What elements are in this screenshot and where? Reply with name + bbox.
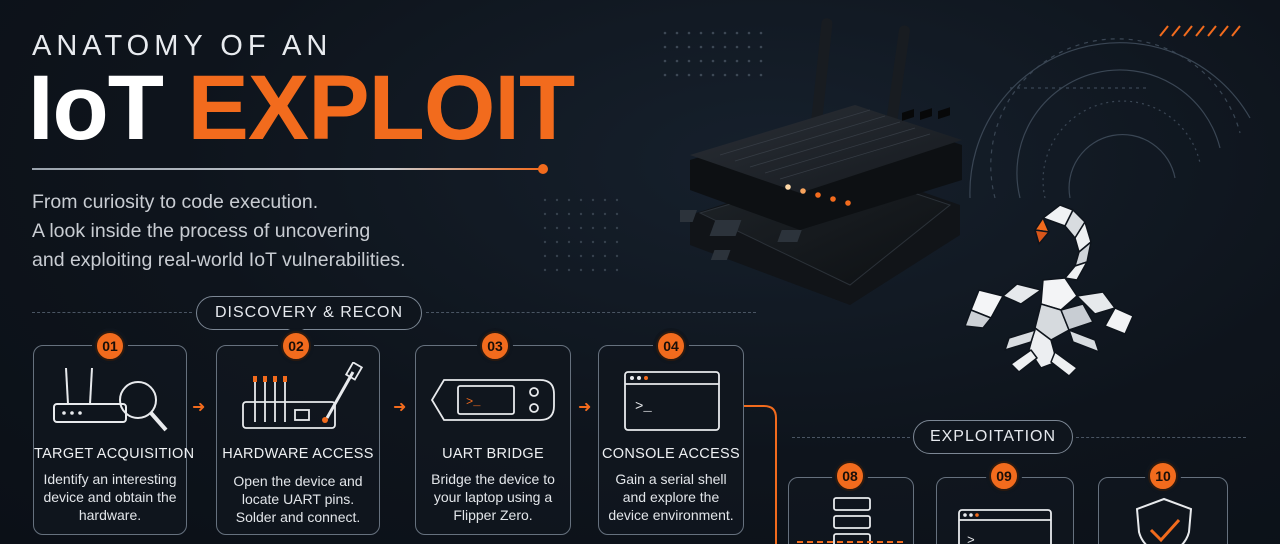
antenna [810,18,833,133]
status-led [845,200,851,206]
section-pill-discovery: DISCOVERY & RECON [196,296,422,330]
step-badge: 02 [281,331,311,361]
terminal-window-icon: >_ [624,371,720,431]
step-badge: 10 [1148,461,1178,491]
scorpion-illustration [965,204,1134,377]
step-description: Gain a serial shell and explore the devi… [608,471,734,523]
flipper-device-icon: >_ [430,379,555,421]
soldering-board-icon [242,362,364,429]
subtitle-line: and exploiting real-world IoT vulnerabil… [32,249,406,271]
port [938,107,950,120]
step-badge: 08 [835,461,865,491]
title-exploit: EXPLOIT [187,57,576,159]
database-stack-icon [833,497,871,544]
subtitle: From curiosity to code execution. A look… [32,188,502,275]
title-underline-dot [538,164,548,174]
section-divider [1076,437,1246,438]
status-led [830,196,836,202]
step-title: CONSOLE ACCESS [602,446,740,462]
step-description: Bridge the device to your laptop using a… [431,471,555,523]
step-description: Identify an interesting device and obtai… [43,471,177,523]
port [920,108,932,121]
port [902,108,914,121]
step-card-console-access: >_ CONSOLE ACCESS Gain a serial shell an… [598,345,744,535]
router-magnifier-icon [53,367,168,432]
step-description: Open the device and locate UART pins. So… [233,473,363,525]
section-divider [792,437,910,438]
title-iot: IoT [28,57,164,159]
shield-check-icon [1135,497,1193,544]
subtitle-line: A look inside the process of uncovering [32,220,371,242]
step-card-hardware-access: HARDWARE ACCESS Open the device and loca… [216,345,380,535]
radar-arc-decoration [969,25,1251,199]
slash-marks [1159,25,1241,37]
step-card-09: >_ [936,477,1074,544]
step-badge: 04 [656,331,686,361]
title-top: ANATOMY OF AN [32,30,333,62]
arrow-right-icon: ➜ [192,399,206,416]
status-led [800,188,806,194]
flow-connector [744,405,777,544]
step-title: HARDWARE ACCESS [222,446,374,462]
prompt-glyph: >_ [967,533,983,544]
step-title: TARGET ACQUISITION [34,446,195,462]
prompt-glyph: >_ [466,395,481,409]
dot-grid-decoration [543,198,619,272]
step-badge: 09 [989,461,1019,491]
step-badge: 03 [480,331,510,361]
step-badge: 01 [95,331,125,361]
step-card-uart-bridge: >_ UART BRIDGE Bridge the device to your… [415,345,571,535]
page-title: IoT EXPLOIT [28,62,575,154]
title-underline [32,168,542,170]
step-card-target-acquisition: TARGET ACQUISITION Identify an interesti… [33,345,195,535]
dot-grid-decoration [663,31,763,77]
status-led [815,192,821,198]
step-title: UART BRIDGE [442,446,544,462]
antenna [884,25,910,140]
status-led [785,184,791,190]
section-pill-exploitation: EXPLOITATION [913,420,1073,454]
section-divider [426,312,756,313]
dashed-baseline [797,541,907,543]
section-divider [32,312,192,313]
terminal-window-icon: >_ [958,509,1052,544]
router-illustration [680,18,962,305]
arrow-right-icon: ➜ [393,399,407,416]
prompt-glyph: >_ [635,399,652,415]
arrow-right-icon: ➜ [578,399,592,416]
subtitle-line: From curiosity to code execution. [32,191,319,213]
